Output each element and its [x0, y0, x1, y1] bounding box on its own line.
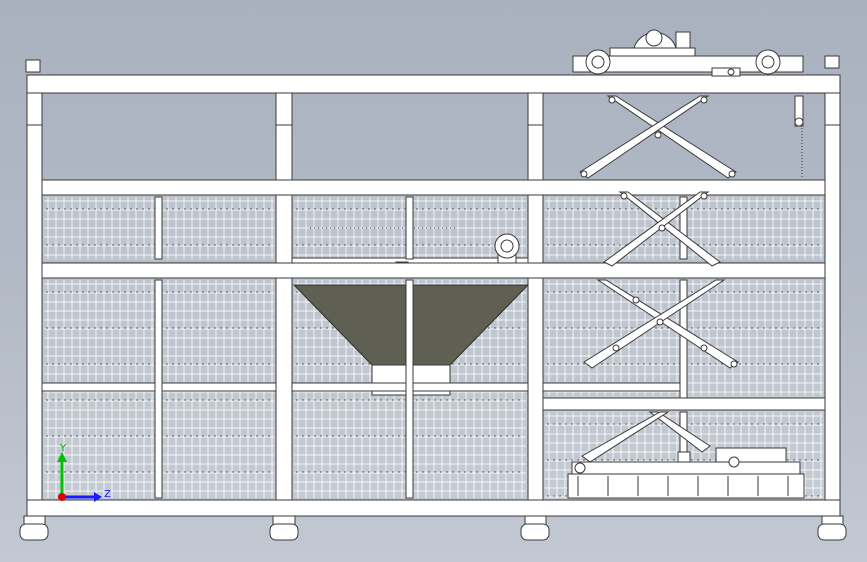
frame-beams: [26, 74, 841, 517]
motor-gearbox: [675, 31, 691, 49]
triad-y-arrowhead: [57, 452, 67, 462]
rod-mid-upper: [405, 196, 414, 260]
post-left: [26, 77, 43, 519]
triad-z-label: Z: [104, 489, 111, 500]
top-beam: [26, 74, 841, 94]
pulley-wheel-inner: [500, 239, 514, 253]
trolley-block: [711, 67, 741, 77]
caster-wheel: [269, 523, 299, 541]
triad-y-label: Y: [59, 443, 67, 454]
lift-drive-wheel: [728, 456, 740, 468]
scissor-pin: [580, 170, 588, 178]
lift-base-plate: [571, 461, 801, 475]
caster-wheel: [19, 523, 49, 541]
motor-shaft: [645, 29, 663, 47]
caster-right: [817, 515, 847, 541]
triad-z-arrowhead: [94, 492, 102, 502]
caster-mid-left: [269, 515, 299, 541]
casters: [19, 515, 847, 541]
scissor-arm-3b: [583, 279, 726, 369]
rod-left-upper: [154, 196, 163, 260]
caster-left: [19, 515, 49, 541]
corner-caps: [25, 55, 840, 73]
rod-left-lower: [154, 279, 163, 499]
trolley-wheel-right-hub: [761, 55, 775, 69]
rod-right-horizontal: [542, 382, 684, 392]
scissor-pin: [700, 344, 708, 352]
scissor-lift: [567, 95, 805, 499]
lift-drive-housing: [715, 447, 787, 463]
trolley-hanger-pin: [794, 117, 804, 127]
top-trolley: [572, 29, 804, 178]
scissor-arm-1b: [579, 95, 710, 179]
scissor-arm-2b: [603, 191, 710, 267]
post-right: [824, 77, 841, 519]
scissor-pin: [656, 318, 664, 326]
post-mid-left: [275, 77, 293, 519]
motor-base: [609, 47, 696, 57]
caster-wheel: [520, 523, 550, 541]
cap-right: [824, 55, 840, 69]
trolley-wheel-left-hub: [591, 55, 605, 69]
scissor-arm-1a: [606, 95, 737, 179]
post-mid-right: [527, 77, 544, 519]
scissor-pin: [700, 192, 708, 200]
rod-mid-lower: [405, 279, 414, 499]
scissor-pins: [580, 96, 738, 368]
beam-right-lower: [542, 397, 826, 411]
scissor-arm-2a: [618, 191, 721, 267]
scissor-pin: [700, 96, 708, 104]
lift-bracket: [677, 451, 691, 463]
scissor-pin: [658, 224, 666, 232]
rod-right-upper: [679, 196, 688, 260]
scissor-pin: [620, 192, 628, 200]
scissor-pin: [654, 131, 662, 139]
lift-base-frame: [567, 473, 805, 499]
trolley-block-pin: [727, 68, 735, 76]
scissor-pin: [632, 296, 640, 304]
beam-middle: [41, 262, 826, 279]
caster-mid-right: [520, 515, 550, 541]
scissor-pin: [608, 96, 616, 104]
beam-upper: [41, 179, 826, 196]
scissor-pin: [612, 344, 620, 352]
lift-base-ribs: [577, 476, 789, 496]
coordinate-triad-icon: Y Z: [57, 443, 111, 502]
cap-left: [25, 59, 41, 73]
triad-x-axis-dot: [58, 493, 66, 501]
scissor-pin: [728, 170, 736, 178]
caster-wheel: [817, 523, 847, 541]
lift-base-pivot: [574, 462, 586, 474]
bottom-beam: [26, 499, 841, 517]
scissor-arm-4a: [648, 411, 711, 453]
scissor-pin: [730, 360, 738, 368]
